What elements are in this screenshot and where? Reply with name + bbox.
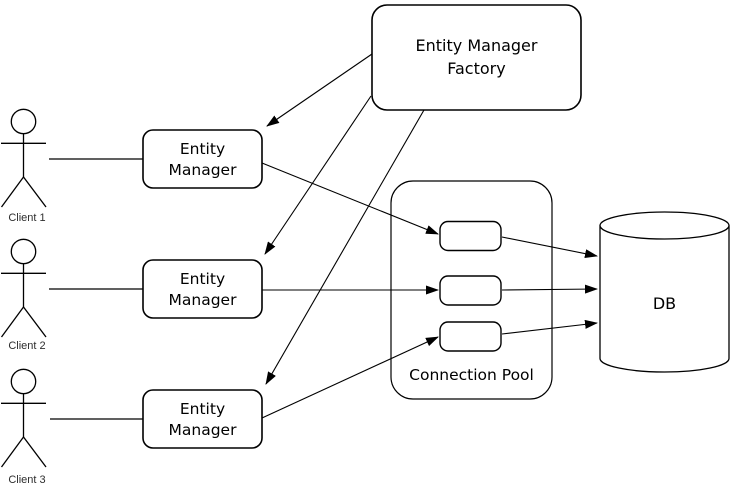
actor-head: [10, 238, 37, 265]
actor-leg-left: [0, 436, 25, 468]
client-3-actor: [0, 368, 47, 468]
edge-em3-to-slot3: [261, 336, 439, 419]
actor-head: [10, 368, 37, 395]
client-2-actor: [0, 238, 47, 338]
entity-manager-node-1: [142, 129, 263, 189]
connection-slot-2: [439, 275, 502, 306]
edge-slot1-to-db: [501, 236, 598, 259]
edge-factory-to-em2: [264, 95, 372, 255]
entity-manager-factory-node: [371, 4, 582, 111]
db-cylinder-top: [599, 211, 730, 240]
edge-slot2-to-db: [501, 284, 598, 294]
actor-leg-left: [0, 306, 25, 338]
connection-slot-3: [439, 321, 502, 352]
db-cylinder-node: [599, 211, 730, 373]
edge-em1-to-slot1: [261, 162, 439, 235]
edge-factory-to-em1: [266, 53, 373, 127]
actor-leg-right: [22, 436, 47, 468]
client-1-actor: [0, 108, 47, 208]
entity-manager-node-2: [142, 259, 263, 319]
actor-leg-right: [22, 306, 47, 338]
edge-slot3-to-db: [501, 319, 598, 335]
db-cylinder-body: [599, 225, 730, 373]
entity-manager-node-3: [142, 389, 263, 449]
edge-factory-to-em3: [265, 109, 425, 385]
actor-head: [10, 108, 37, 135]
connection-slot-1: [439, 220, 502, 252]
actor-leg-right: [22, 176, 47, 208]
actor-leg-left: [0, 176, 25, 208]
